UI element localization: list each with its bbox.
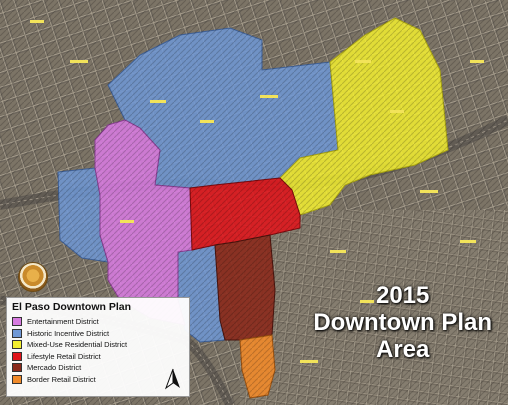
legend-item: Historic Incentive District: [12, 328, 184, 340]
legend-swatch: [12, 363, 22, 373]
legend-swatch: [12, 340, 22, 350]
plan-area-year: 2015: [375, 282, 430, 309]
legend-swatch: [12, 328, 22, 338]
street-label-ticks: [30, 20, 484, 363]
legend-label: Border Retail District: [27, 374, 96, 384]
legend-label: Entertainment District: [27, 317, 99, 327]
plan-area-name: Downtown Plan: [313, 309, 492, 336]
legend-item: Mixed-Use Residential District: [12, 339, 184, 351]
legend-label: Mixed-Use Residential District: [27, 340, 128, 350]
plan-area-word: Area: [375, 336, 430, 363]
legend-label: Mercado District: [27, 363, 82, 373]
map-legend: El Paso Downtown Plan Entertainment Dist…: [6, 297, 190, 397]
legend-item: Border Retail District: [12, 374, 184, 386]
city-seal-icon: [18, 262, 48, 292]
north-arrow-icon: [165, 368, 180, 390]
legend-swatch: [12, 317, 22, 327]
legend-title: El Paso Downtown Plan: [12, 301, 132, 313]
legend-label: Historic Incentive District: [27, 328, 110, 338]
legend-item: Entertainment District: [12, 316, 184, 328]
legend-swatch: [12, 351, 22, 361]
legend-item: Mercado District: [12, 362, 184, 374]
legend-label: Lifestyle Retail District: [27, 351, 101, 361]
legend-swatch: [12, 374, 22, 384]
legend-item: Lifestyle Retail District: [12, 351, 184, 363]
plan-area-title: 2015 Downtown Plan Area: [313, 282, 492, 363]
